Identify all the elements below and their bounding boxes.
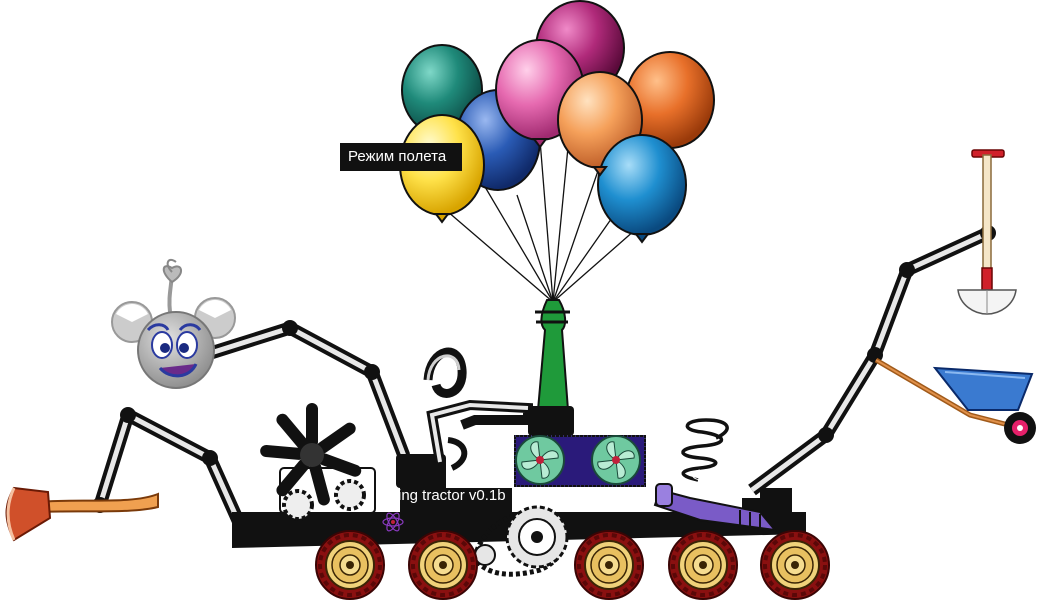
wheelbarrow-icon xyxy=(874,357,1036,444)
axe-icon xyxy=(5,486,159,542)
atom-icon xyxy=(382,512,404,532)
tractor-title-label: Flying tractor v0.1b xyxy=(378,487,506,504)
left-robot-arm xyxy=(92,320,411,528)
shovel-icon xyxy=(957,149,1017,315)
chain-gear-icon xyxy=(472,505,569,577)
balloon-mast xyxy=(535,299,570,411)
spring-icon xyxy=(653,418,778,532)
flight-mode-tooltip: Режим полета xyxy=(340,143,462,171)
robot-face-icon xyxy=(111,258,236,389)
engine-fan-icon xyxy=(260,403,376,521)
hook-icon xyxy=(423,347,533,471)
balloon-icon xyxy=(399,0,715,244)
tractor-body xyxy=(232,406,806,548)
right-robot-arm xyxy=(748,225,996,496)
